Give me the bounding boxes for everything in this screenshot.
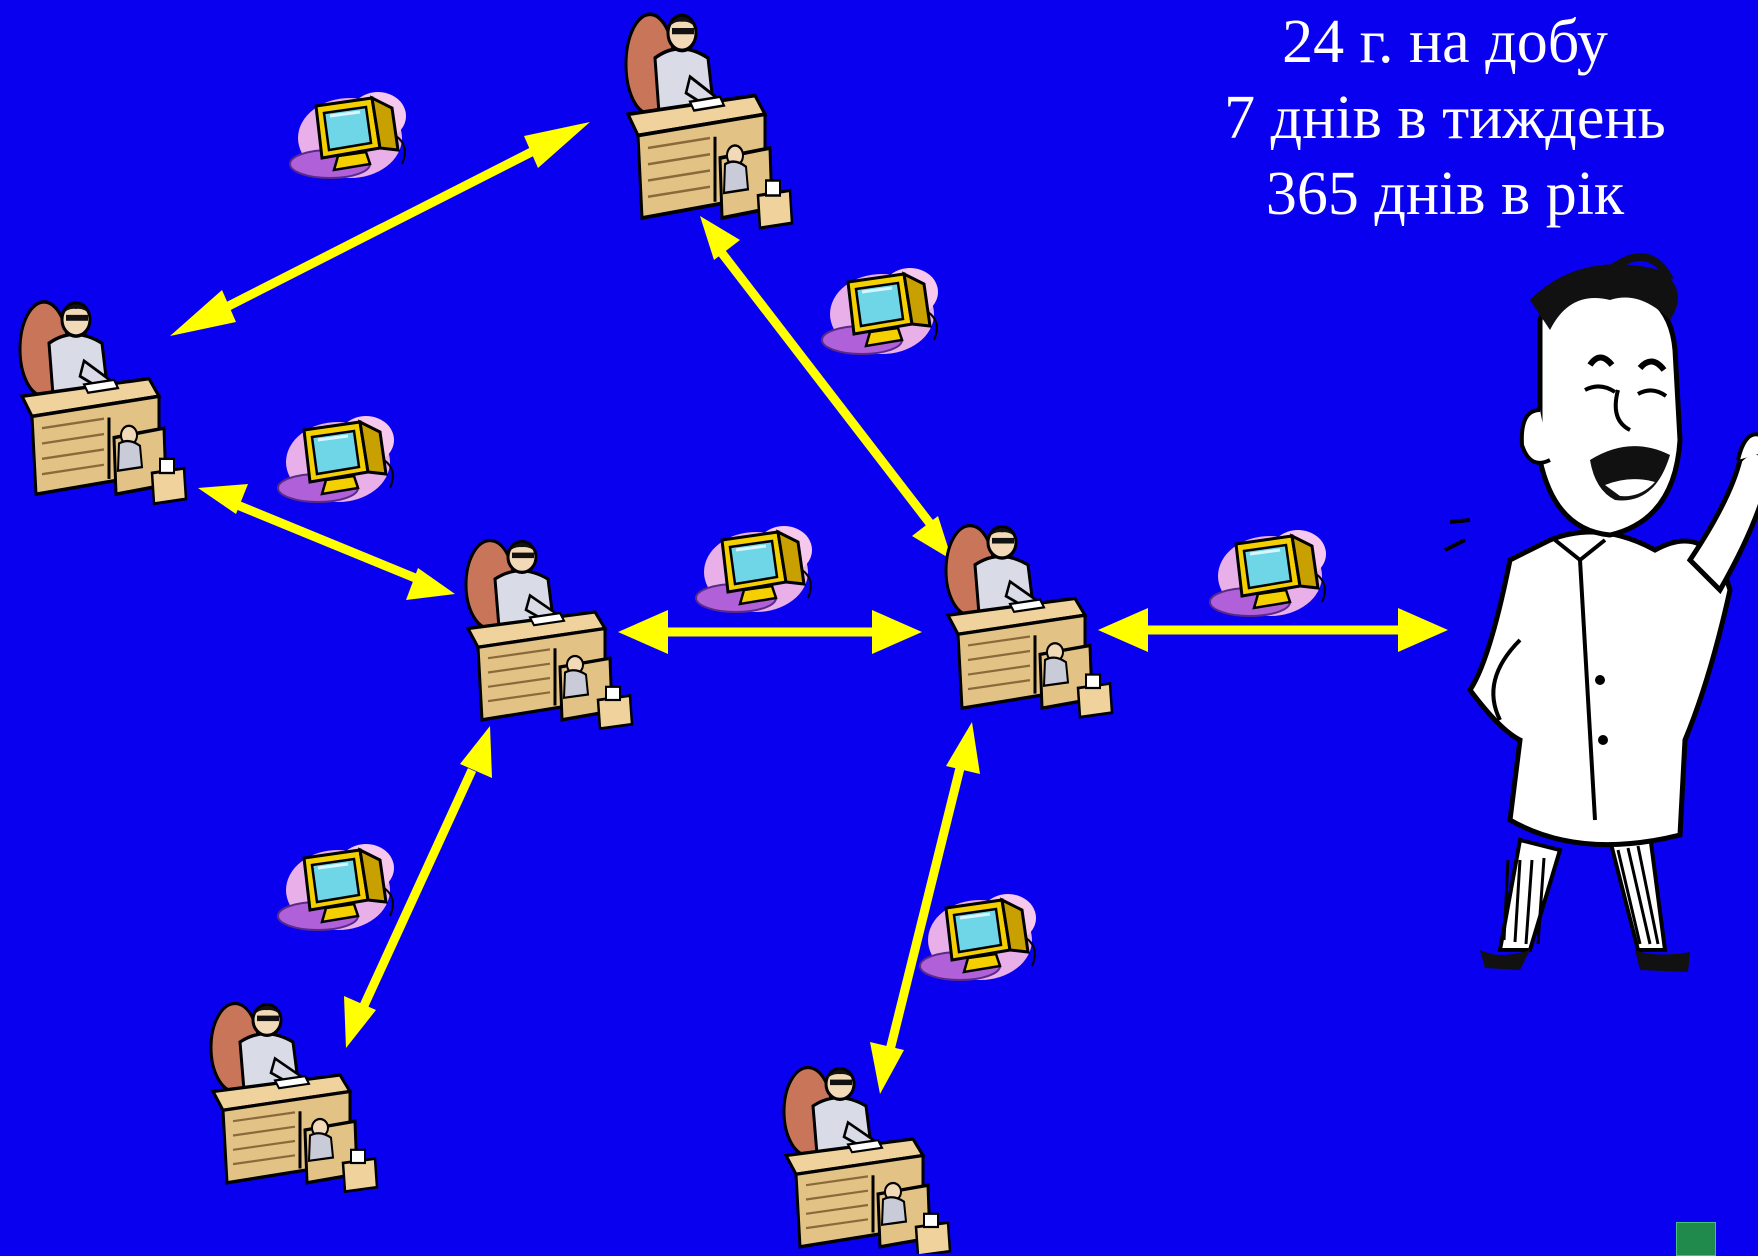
caption-line-1: 24 г. на добу (1282, 8, 1608, 76)
availability-caption: 24 г. на добу 7 днів в тиждень 365 днів … (1170, 4, 1720, 232)
caption-line-3: 365 днів в рік (1265, 160, 1625, 228)
workstation-left-icon (18, 300, 188, 506)
computer-monitor-icon (918, 892, 1038, 982)
connection-arrows (170, 122, 1448, 1094)
workstation-top-icon (624, 12, 794, 230)
slide-corner-badge (1676, 1222, 1716, 1256)
workstation-center-left-icon (464, 538, 634, 731)
computer-monitor-icon (288, 90, 408, 180)
computer-monitor-icon (820, 266, 940, 356)
computer-monitor-icon (694, 524, 814, 614)
computer-monitor-icon (276, 414, 396, 504)
workstation-center-right-icon (944, 523, 1114, 719)
computer-monitor-icon (1208, 528, 1328, 618)
cartoon-man-waving (1444, 253, 1758, 972)
caption-line-2: 7 днів в тиждень (1224, 84, 1666, 152)
computer-monitor-icon (276, 842, 396, 932)
workstation-bottom-center-icon (782, 1065, 952, 1254)
